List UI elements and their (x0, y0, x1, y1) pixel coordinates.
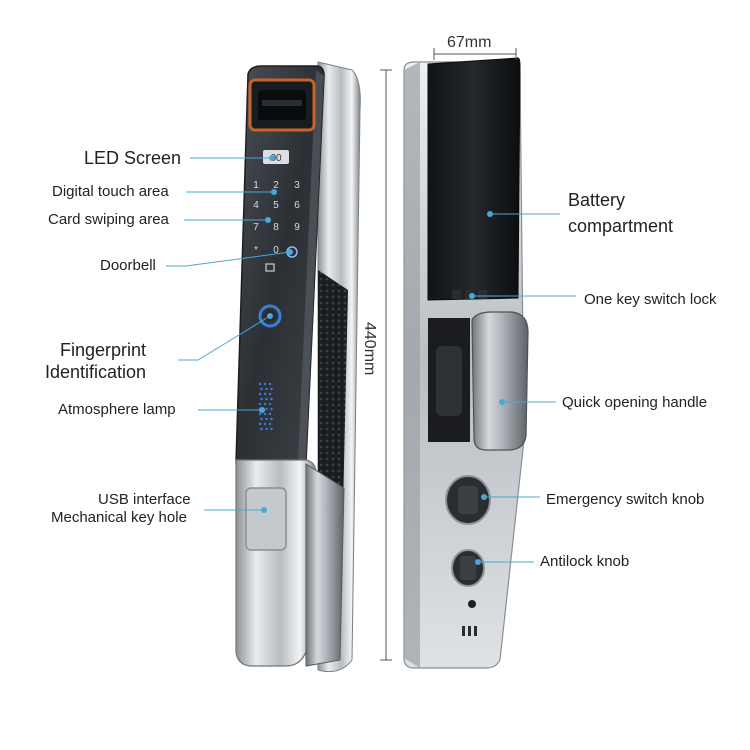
leader-dot (487, 211, 493, 217)
lamp-dot (265, 407, 268, 411)
keypad-key: 4 (253, 200, 259, 211)
lamp-dot (263, 382, 267, 386)
label-led-screen: LED Screen (84, 148, 182, 168)
lamp-dot (258, 422, 262, 426)
label-key-hole: Mechanical key hole (51, 509, 187, 526)
label-emergency-knob: Emergency switch knob (546, 491, 705, 508)
leader-dot (265, 217, 271, 223)
back-lock (403, 57, 529, 669)
width-dimension: 67mm (447, 34, 492, 51)
lamp-dot (263, 402, 267, 406)
lamp-dot (260, 417, 263, 421)
screen-readout: 00 (270, 153, 282, 164)
lamp-dot (258, 382, 262, 386)
lamp-dot (263, 412, 267, 416)
fingerprint-sensor (258, 304, 282, 328)
lamp-dot (268, 422, 272, 426)
height-dimension: 440mm (361, 322, 378, 376)
keypad-key: * (254, 245, 258, 256)
label-one-key-switch: One key switch lock (584, 291, 717, 308)
lamp-dot (270, 397, 273, 401)
lamp-dot (263, 422, 267, 426)
lamp-dot (258, 402, 262, 406)
keypad-key: 6 (294, 200, 300, 211)
lamp-dot (258, 392, 262, 396)
leader-line (178, 315, 271, 361)
keypad-key: 9 (294, 222, 300, 233)
lock-icon (265, 263, 275, 272)
label-quick-handle: Quick opening handle (562, 394, 708, 411)
keypad-key: 1 (253, 180, 259, 191)
usb-cover (245, 487, 287, 551)
leader-dot (469, 293, 475, 299)
keypad-key: 0 (273, 245, 279, 256)
lamp-dot (268, 402, 272, 406)
lamp-dot (260, 387, 263, 391)
label-card-swiping: Card swiping area (48, 211, 169, 228)
label-atmosphere-lamp: Atmosphere lamp (58, 401, 176, 418)
label-doorbell: Doorbell (100, 257, 156, 274)
label-identification: Identification (45, 362, 147, 382)
keypad-key: 7 (253, 222, 259, 233)
lamp-dot (258, 412, 262, 416)
leader-lines (166, 155, 576, 565)
keypad: 1 2 3 4 5 6 7 8 9 * 0 (253, 180, 300, 256)
leader-dot (259, 407, 265, 413)
lamp-dot (260, 397, 263, 401)
lamp-dot (270, 427, 273, 431)
leader-dot (271, 189, 277, 195)
lamp-dot (268, 392, 272, 396)
label-fingerprint: Fingerprint (60, 340, 147, 360)
lamp-dot (268, 382, 272, 386)
leader-dot (499, 399, 505, 405)
front-lock: 00 1 2 3 4 5 6 7 8 9 * 0 (235, 61, 361, 673)
lamp-dot (265, 427, 268, 431)
leader-line (166, 251, 291, 267)
leader-dot (261, 507, 267, 513)
label-usb-interface: USB interface (98, 491, 191, 508)
leader-dot (269, 155, 275, 161)
lamp-dot (265, 387, 268, 391)
lamp-dot (270, 417, 273, 421)
leader-dot (267, 313, 273, 319)
lamp-dot (268, 412, 272, 416)
lamp-dot (263, 392, 267, 396)
keypad-key: 8 (273, 222, 279, 233)
lamp-dot (260, 427, 263, 431)
lamp-dot (270, 407, 273, 411)
keypad-key: 3 (294, 180, 300, 191)
label-battery: Battery (568, 190, 626, 210)
label-antilock-knob: Antilock knob (540, 553, 630, 570)
dimension-lines (380, 48, 517, 661)
label-digital-touch: Digital touch area (52, 183, 169, 200)
leader-dot (475, 559, 481, 565)
label-compartment: compartment (568, 216, 674, 236)
lamp-dot (265, 397, 268, 401)
lamp-dot (265, 417, 268, 421)
quick-handle (471, 311, 529, 451)
leader-dot (287, 249, 293, 255)
keypad-key: 5 (273, 200, 279, 211)
lamp-dot (270, 387, 273, 391)
keypad-key: 2 (273, 180, 279, 191)
leader-dot (481, 494, 487, 500)
